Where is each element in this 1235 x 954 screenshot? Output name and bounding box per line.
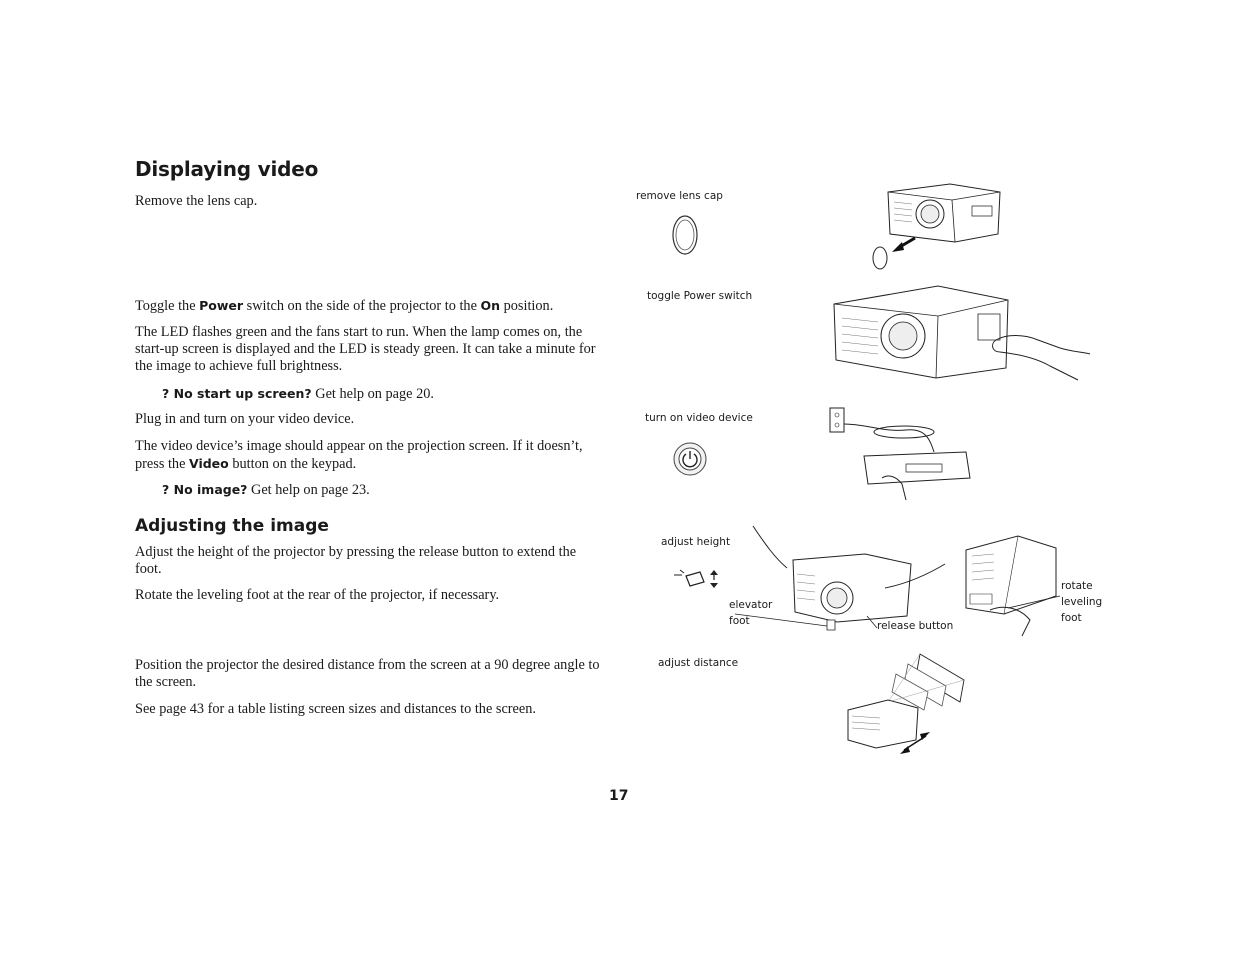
page-title: Displaying video [135, 157, 319, 181]
see-page-text: See page 43 for a table listing screen s… [135, 701, 536, 717]
page-number: 17 [609, 788, 629, 804]
position-text: Position the projector the desired dista… [135, 657, 600, 690]
caption-adjust-height: adjust height [661, 536, 731, 548]
tip-no-image: ? No image? Get help on page 23. [162, 482, 370, 498]
caption-adjust-distance: adjust distance [658, 657, 739, 669]
adjust-distance-illustration [840, 652, 970, 754]
projector-power-illustration [828, 278, 1093, 386]
toggle-power-text: Toggle the Power switch on the side of t… [135, 298, 554, 314]
section-title: Adjusting the image [135, 516, 329, 536]
lens-cap-icon [670, 212, 700, 258]
caption-remove-lens-cap: remove lens cap [636, 190, 723, 202]
remove-cap-text: Remove the lens cap. [135, 193, 258, 209]
power-icon [672, 441, 708, 477]
video-device-text: The video device’s image should appear o… [135, 438, 583, 472]
caption-turn-on-video: turn on video device [645, 412, 753, 424]
rotate-foot-illustration [960, 524, 1100, 636]
elevator-foot-icon [672, 566, 718, 588]
plug-in-text: Plug in and turn on your video device. [135, 411, 355, 427]
tip-no-startup: ? No start up screen? Get help on page 2… [162, 386, 434, 402]
led-text: The LED flashes green and the fans start… [135, 324, 596, 374]
caption-toggle-power: toggle Power switch [647, 290, 753, 302]
video-device-illustration [826, 404, 976, 500]
adjust-height-illustration [735, 524, 950, 636]
projector-lens-cap-illustration [860, 178, 1010, 273]
rotate-foot-text: Rotate the leveling foot at the rear of … [135, 587, 500, 603]
caption-release-button: release button [877, 620, 954, 632]
adjust-height-text: Adjust the height of the projector by pr… [135, 544, 577, 577]
